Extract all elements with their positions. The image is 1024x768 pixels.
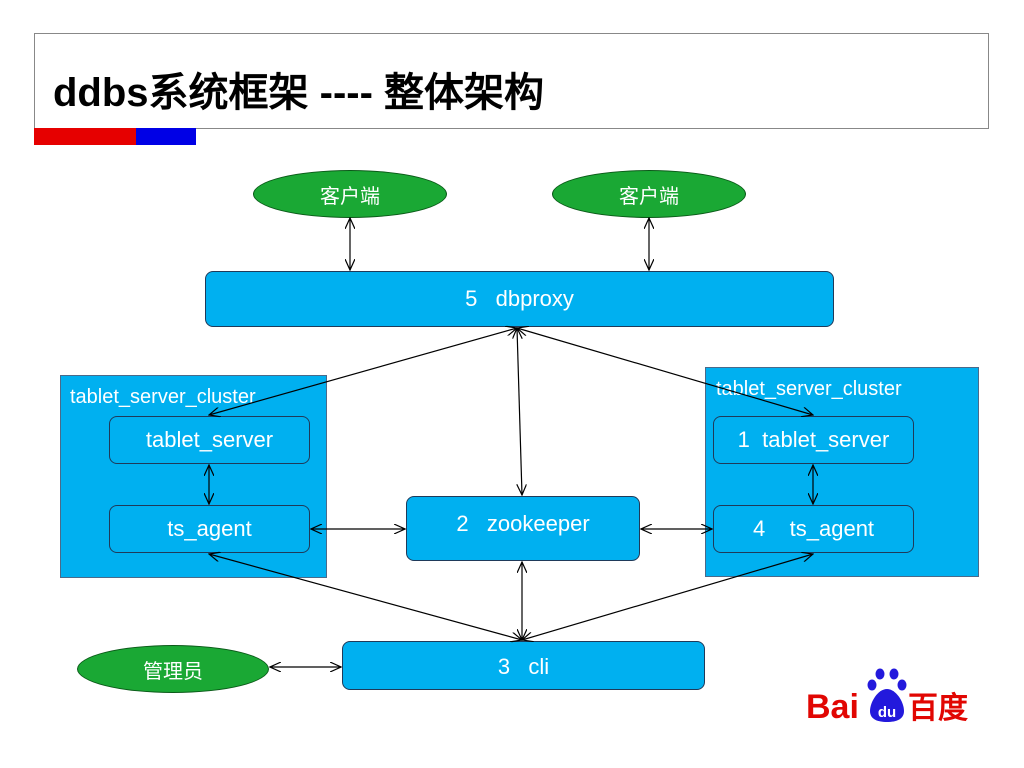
- client-left-node: 客户端: [253, 170, 447, 218]
- paw-icon: [867, 668, 907, 722]
- title-frame: ddbs系统框架 ---- 整体架构: [34, 33, 989, 129]
- accent-bar-red: [34, 128, 136, 145]
- zookeeper-node: 2 zookeeper: [406, 496, 640, 561]
- ts-agent-left-node: ts_agent: [109, 505, 310, 553]
- cluster-left-label: tablet_server_cluster: [70, 386, 256, 408]
- page-title: ddbs系统框架 ---- 整体架构: [53, 71, 545, 115]
- admin-node: 管理员: [77, 645, 269, 693]
- logo-text-bai: Bai: [806, 688, 859, 726]
- accent-bar-blue: [136, 128, 196, 145]
- cli-node: 3 cli: [342, 641, 705, 690]
- tablet-server-right-node: 1 tablet_server: [713, 416, 914, 464]
- logo-text-chinese: 百度: [908, 691, 968, 726]
- tablet-server-left-node: tablet_server: [109, 416, 310, 464]
- client-right-node: 客户端: [552, 170, 746, 218]
- arrow-dbproxy-zookeeper: [517, 328, 522, 495]
- cluster-right-label: tablet_server_cluster: [716, 378, 902, 400]
- baidu-logo: Bai du 百度: [806, 668, 968, 726]
- logo-paw-text: du: [878, 704, 896, 721]
- dbproxy-node: 5 dbproxy: [205, 271, 834, 327]
- ts-agent-right-node: 4 ts_agent: [713, 505, 914, 553]
